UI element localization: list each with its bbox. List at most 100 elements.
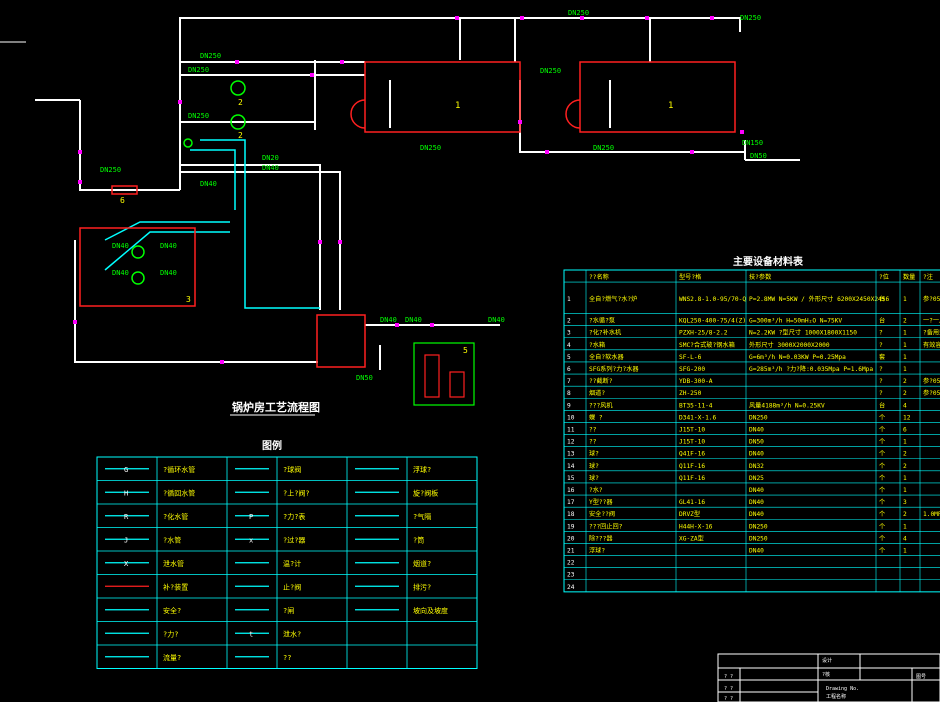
circulation-pump-2-icon [230, 114, 246, 130]
equipment-cell-15-3: DN25 [749, 475, 764, 482]
label-dn40-i: DN40 [488, 316, 505, 324]
equipment-cell-14-4: 个 [879, 463, 885, 470]
equipment-cell-19-4: 个 [879, 523, 885, 530]
label-dn250-i: DN250 [420, 144, 441, 152]
equipment-cell-11-5: 6 [903, 427, 907, 434]
pump-2a-number: 2 [238, 98, 243, 107]
equipment-cell-9-2: BT35-11-4 [679, 402, 713, 409]
equipment-cell-5-1: 全自?软水器 [589, 353, 624, 361]
equipment-cell-12-3: DN50 [749, 439, 764, 446]
equipment-cell-13-4: 个 [879, 451, 885, 458]
equipment-cell-8-5: 2 [903, 390, 907, 397]
equipment-cell-20-1: 除???器 [589, 534, 613, 542]
legend-name-4-2: 烟道? [413, 559, 431, 568]
legend-name-8-0: 流量? [163, 653, 181, 662]
legend-name-4-1: 温?计 [283, 559, 301, 568]
equipment-cell-20-5: 4 [903, 535, 907, 542]
legend-symbol-letter-7-1: t [249, 630, 253, 638]
legend-name-6-0: 安全? [163, 606, 181, 615]
equipment-cell-5-3: G=6m³/h N=0.03KW P=0.25Mpa [749, 354, 846, 361]
equipment-cell-21-4: 个 [879, 548, 885, 555]
equipment-table-title: 主要设备材料表 [733, 255, 804, 268]
legend-name-0-1: ?球阀 [283, 465, 301, 474]
equipment-cell-7-2: YDB-300-A [679, 378, 713, 385]
equipment-cell-8-0: 8 [567, 390, 571, 397]
legend-name-2-1: ?力?表 [283, 512, 305, 521]
label-dn250-g: DN250 [100, 166, 121, 174]
boiler-1-shell [364, 61, 521, 133]
softened-water-piping [104, 139, 320, 309]
softener-number: 5 [463, 346, 468, 355]
equipment-cell-1-2: WNS2.8-1.0-95/70-Q [679, 296, 746, 303]
equipment-cell-16-1: ?水? [589, 486, 603, 494]
equipment-cell-4-1: ?水箱 [589, 341, 605, 349]
legend-symbol-letter-2-0: R [124, 513, 129, 521]
legend-name-3-2: ?筒 [413, 535, 424, 544]
equipment-cell-4-2: SMC?合式玻?钢水箱 [679, 341, 735, 349]
label-dn150: DN150 [742, 139, 763, 147]
label-dn250-d: DN250 [188, 112, 209, 120]
equipment-cell-12-1: ?? [589, 439, 597, 446]
equipment-header-3: 技?参数 [749, 273, 772, 281]
legend-name-6-1: ?闸 [283, 607, 294, 615]
legend-name-7-0: ?力? [163, 629, 178, 638]
equipment-cell-6-1: SFG系列?力?水器 [589, 365, 639, 373]
equipment-cell-11-2: J15T-10 [679, 427, 705, 434]
equipment-cell-4-0: 4 [567, 342, 571, 349]
equipment-cell-8-1: 烟道? [589, 389, 605, 397]
legend-name-5-2: 排污? [413, 582, 431, 591]
equipment-cell-19-5: 1 [903, 523, 907, 530]
equipment-header-4: ?位 [879, 273, 889, 281]
title-block-frame [717, 653, 940, 702]
legend-name-5-0: 补?装置 [163, 582, 188, 591]
pump-group-number: 3 [186, 295, 191, 304]
cyan-line-1 [200, 139, 320, 309]
equipment-cell-10-4: 个 [879, 414, 885, 421]
label-dn40-c: DN40 [112, 242, 129, 250]
equipment-cell-22-0: 22 [567, 560, 575, 567]
legend-name-1-0: ?循回水管 [163, 488, 195, 497]
equipment-cell-19-3: DN250 [749, 523, 768, 530]
equipment-cell-18-2: DRVZ型 [679, 510, 700, 518]
legend-symbol-letter-3-0: J [124, 536, 128, 544]
label-dn40-a: DN40 [262, 164, 279, 172]
equipment-cell-10-0: 10 [567, 414, 575, 421]
equipment-cell-14-1: 球? [589, 462, 599, 470]
boiler-2-burner [565, 99, 581, 129]
label-dn40-d: DN40 [160, 242, 177, 250]
equipment-cell-8-6: 参?05N2-242 [923, 389, 940, 397]
label-dn40-f: DN40 [160, 269, 177, 277]
title-block-scale: 图号 [916, 674, 926, 680]
label-dn40-h: DN40 [405, 316, 422, 324]
softener-vessel-a [424, 354, 440, 398]
equipment-cell-23-0: 23 [567, 572, 575, 579]
equipment-table-frame [563, 269, 940, 593]
equipment-cell-20-4: 个 [879, 535, 885, 542]
equipment-cell-18-4: 个 [879, 511, 885, 518]
equipment-cell-14-0: 14 [567, 463, 575, 470]
equipment-cell-13-5: 2 [903, 451, 907, 458]
circulation-pumps [131, 80, 246, 285]
equipment-cell-1-6: 参?05N2-145 [923, 295, 940, 303]
equipment-cell-17-0: 17 [567, 499, 575, 506]
equipment-cell-17-1: Y型??器 [589, 498, 613, 506]
pump-2b-number: 2 [238, 131, 243, 140]
equipment-cell-13-2: Q41F-16 [679, 451, 705, 458]
equipment-cell-13-0: 13 [567, 451, 575, 458]
equipment-cell-4-6: 有效容?10.8m³ [923, 341, 940, 349]
legend-name-5-1: 止?阀 [283, 582, 301, 591]
diagram-title: 锅炉房工艺流程图 [232, 400, 320, 414]
label-dn40-g: DN40 [380, 316, 397, 324]
equipment-cell-18-1: 安全??阀 [589, 510, 615, 518]
equipment-cell-12-0: 12 [567, 439, 575, 446]
equipment-cell-14-5: 2 [903, 463, 907, 470]
equipment-cell-9-0: 9 [567, 402, 571, 409]
legend-symbol-letter-0-0: G [124, 466, 128, 474]
equipment-cell-15-5: 1 [903, 475, 907, 482]
legend-name-3-0: ?水管 [163, 535, 181, 544]
equipment-cell-6-0: 6 [567, 366, 571, 373]
boiler-2-number: 1 [668, 101, 673, 111]
equipment-cell-16-4: 个 [879, 487, 885, 494]
